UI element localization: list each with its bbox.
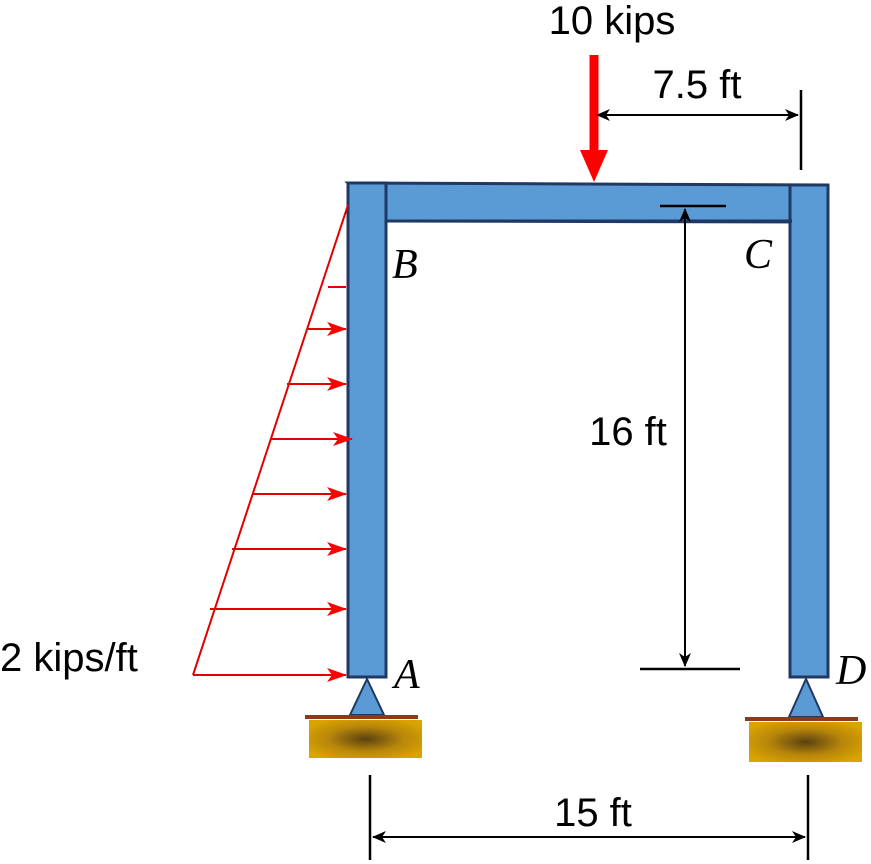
support-d xyxy=(745,676,862,762)
column-cd xyxy=(788,183,830,679)
support-a xyxy=(305,676,422,758)
support-a-block xyxy=(309,720,422,758)
support-d-block xyxy=(749,722,862,762)
height-label: 16 ft xyxy=(589,410,667,454)
node-c-label: C xyxy=(744,232,773,278)
frame-members xyxy=(344,181,830,679)
point-load-label: 10 kips xyxy=(549,0,676,43)
beam-bc xyxy=(344,181,830,224)
column-ab xyxy=(346,181,388,679)
distributed-load-label: 2 kips/ft xyxy=(0,636,138,680)
span-label: 15 ft xyxy=(554,791,632,835)
span-dimension xyxy=(368,775,810,860)
load-offset-label: 7.5 ft xyxy=(653,63,742,107)
distributed-load-arrows xyxy=(193,286,353,682)
node-a-label: A xyxy=(391,652,420,698)
node-d-label: D xyxy=(835,648,866,694)
load-offset-dimension xyxy=(596,90,803,170)
point-load-arrow xyxy=(580,55,608,182)
node-b-label: B xyxy=(392,242,418,288)
distributed-load xyxy=(192,204,353,682)
height-dimension xyxy=(640,204,740,671)
